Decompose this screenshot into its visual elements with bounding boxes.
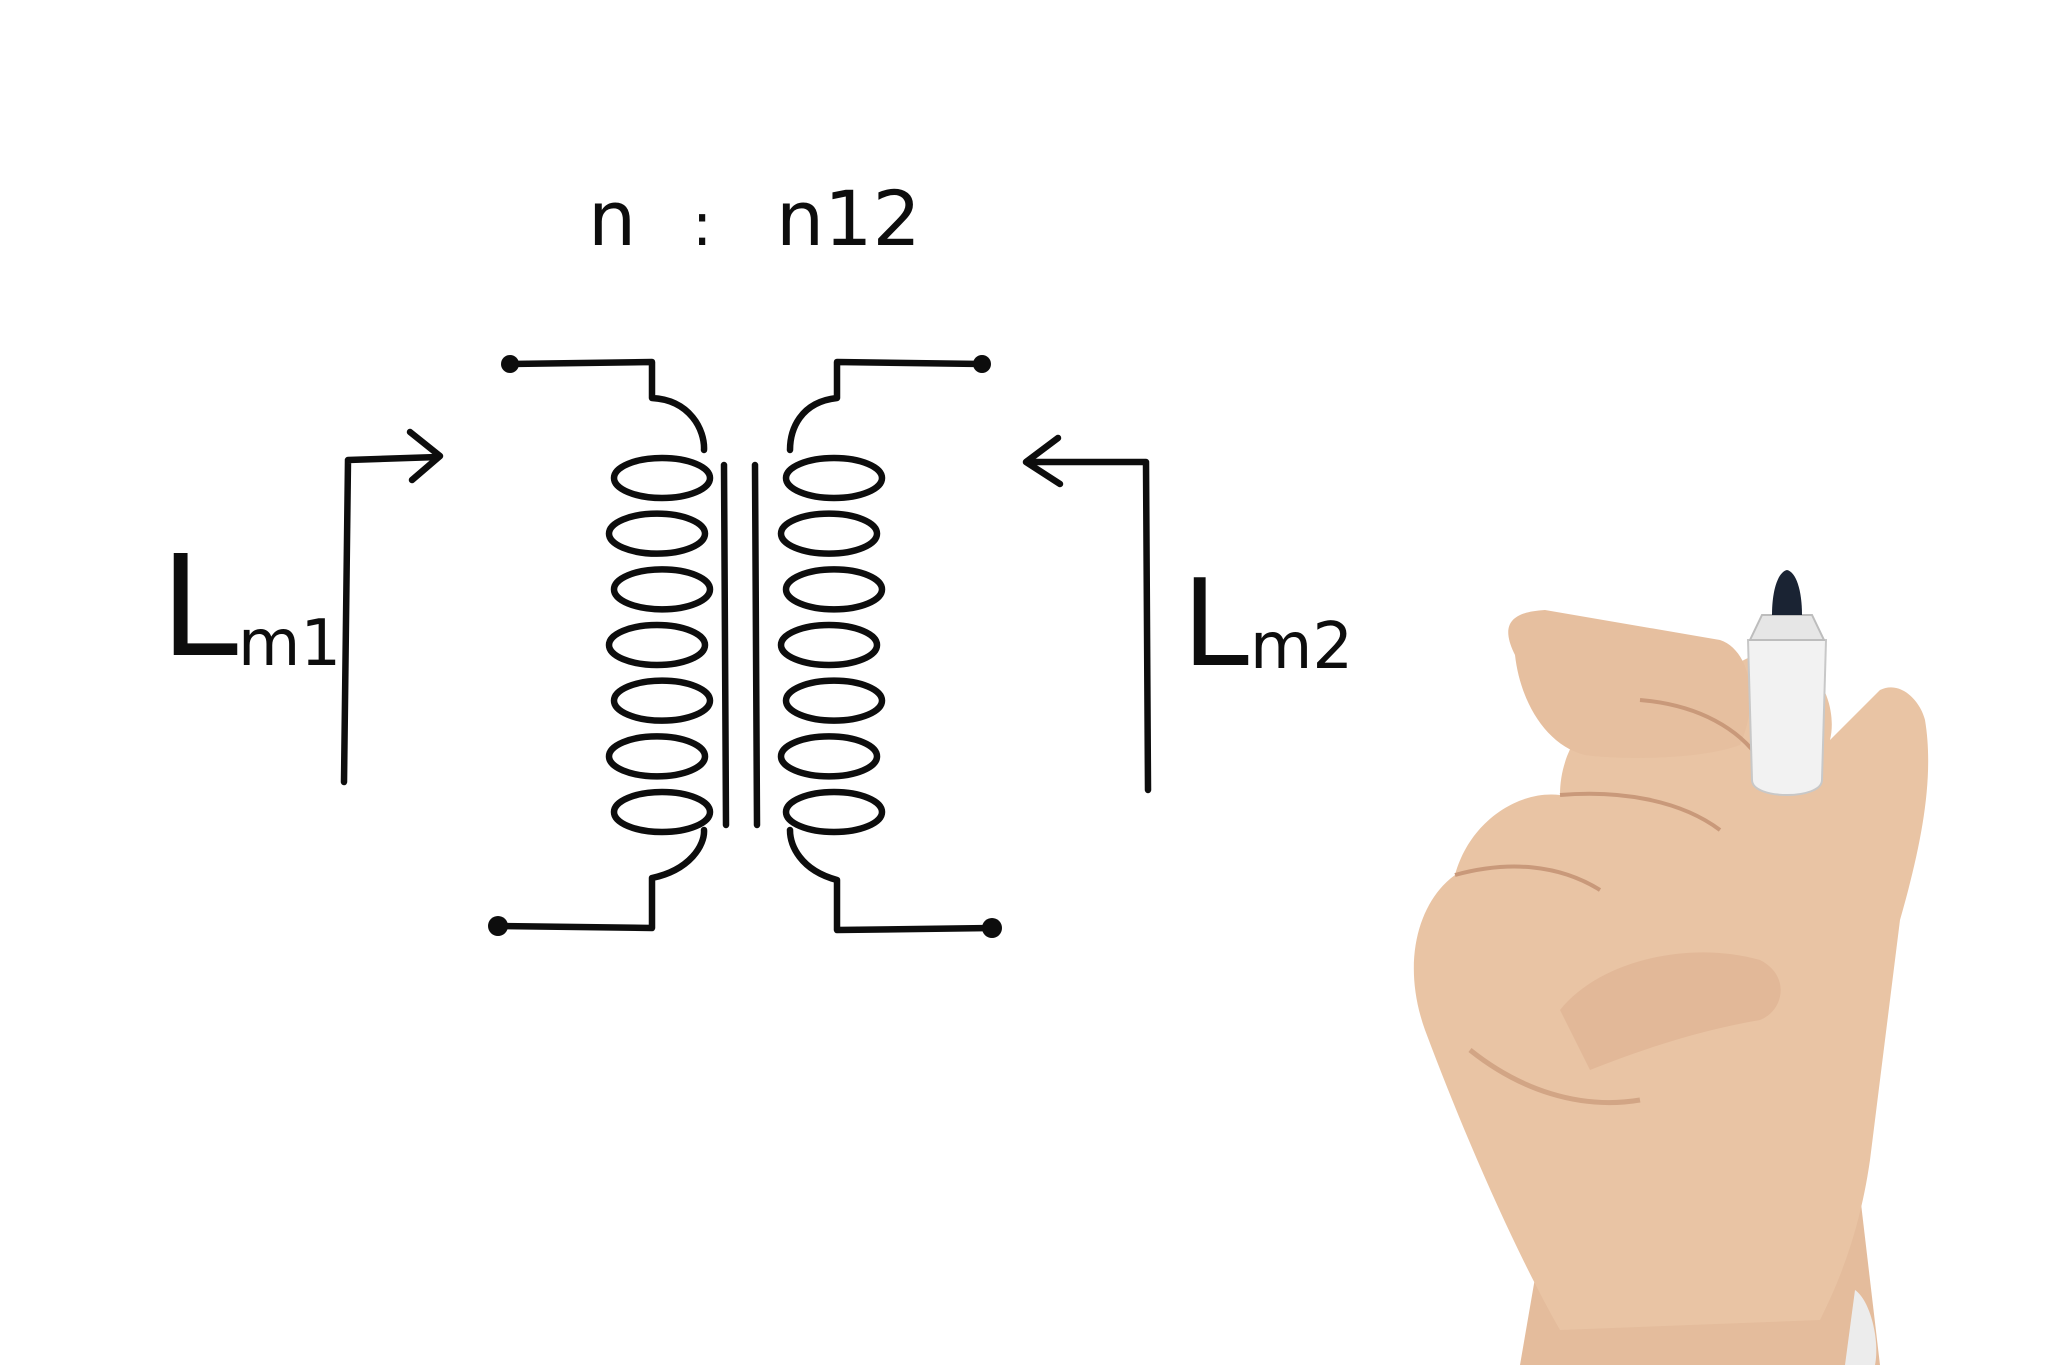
marker-body <box>1746 639 1828 796</box>
label-lm2-symbol: L <box>1182 555 1249 694</box>
secondary-arrow-head <box>1022 434 1064 488</box>
secondary-coil-loop <box>782 677 886 724</box>
label-lm1-symbol: L <box>160 526 238 689</box>
ratio-primary: n <box>588 174 636 263</box>
primary-coil-loop <box>605 510 709 557</box>
primary-arrow <box>340 428 444 786</box>
transformer-core <box>720 461 761 829</box>
label-lm1-subscript: m1 <box>238 607 341 681</box>
sleeve-cuff <box>1845 1290 1877 1365</box>
primary-coil-loop <box>610 788 714 836</box>
secondary-leads <box>786 355 1002 938</box>
primary-leads <box>488 355 708 936</box>
core-line-left <box>720 461 730 829</box>
primary-coil-loop <box>610 566 714 613</box>
secondary-arrow <box>1022 434 1152 794</box>
ratio-separator: : <box>692 190 712 260</box>
primary-coil-loop <box>605 621 709 669</box>
terminal-secondary-bottom <box>982 918 1002 938</box>
ratio-secondary: n12 <box>776 174 921 263</box>
primary-coil <box>605 454 714 836</box>
secondary-coil <box>777 454 886 836</box>
secondary-coil-loop <box>777 510 881 557</box>
primary-top-lead <box>506 358 708 454</box>
primary-arrow-shaft <box>340 453 442 786</box>
primary-arrow-head <box>406 428 444 484</box>
terminal-primary-bottom <box>488 916 508 936</box>
marker-collar <box>1748 614 1826 641</box>
hand-holding-marker-icon <box>1413 570 1929 1365</box>
secondary-coil-loop <box>782 454 886 502</box>
thumb-crease <box>1468 1048 1641 1105</box>
primary-coil-loop <box>605 733 709 780</box>
thumb <box>1560 952 1781 1070</box>
index-finger <box>1508 610 1751 758</box>
turns-ratio-label: n : n12 <box>588 174 921 263</box>
knuckle-crease-2 <box>1559 791 1722 832</box>
secondary-arrow-shaft <box>1026 458 1152 794</box>
secondary-coil-loop <box>782 566 886 613</box>
secondary-top-lead <box>786 358 986 454</box>
terminal-secondary-top <box>973 355 991 373</box>
secondary-bottom-lead <box>786 826 996 934</box>
secondary-coil-loop <box>777 621 881 669</box>
marker-tip <box>1772 570 1802 615</box>
terminal-primary-top <box>501 355 519 373</box>
secondary-coil-loop <box>777 733 881 780</box>
primary-bottom-lead <box>494 826 708 932</box>
primary-coil-loop <box>610 677 714 724</box>
label-lm1: L m1 <box>160 526 341 689</box>
knuckle-crease-1 <box>1454 864 1602 892</box>
label-lm2: L m2 <box>1182 555 1353 694</box>
secondary-coil-loop <box>782 788 886 836</box>
core-line-right <box>751 461 761 829</box>
primary-coil-loop <box>610 454 714 502</box>
label-lm2-subscript: m2 <box>1250 610 1353 684</box>
